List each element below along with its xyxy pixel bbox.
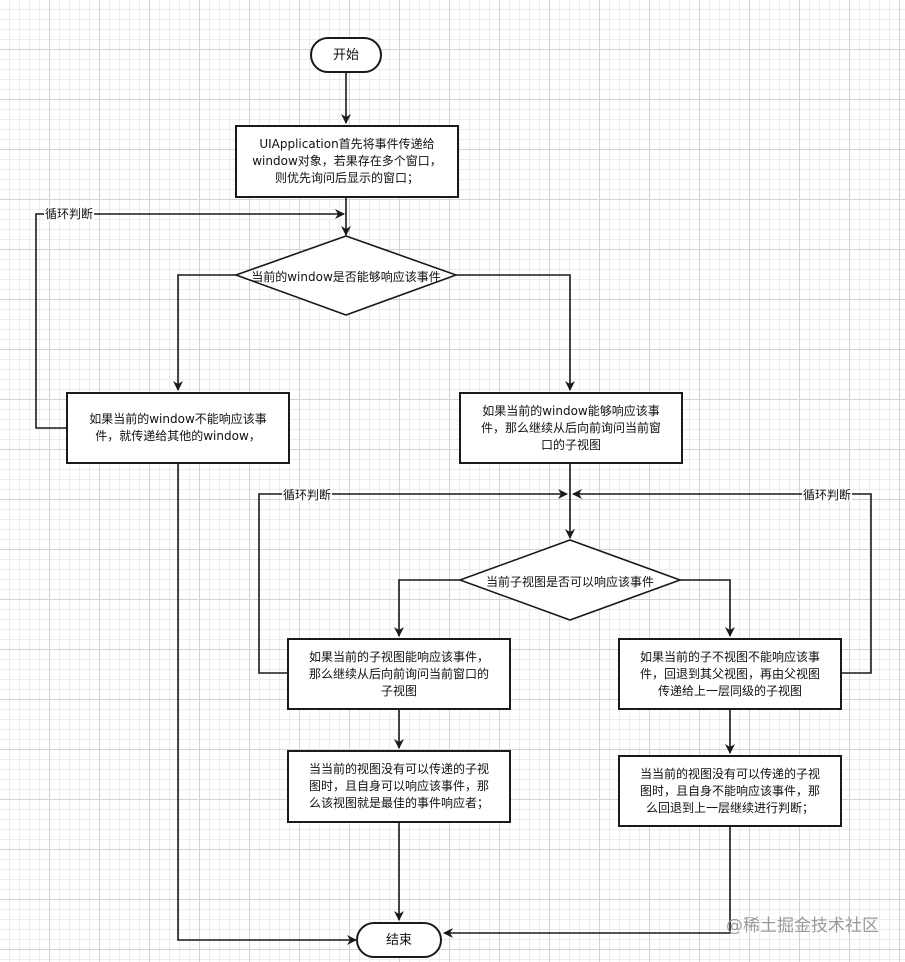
watermark-text: @稀土掘金技术社区 xyxy=(726,916,879,936)
loop-label-window: 循环判断 xyxy=(44,207,95,221)
decision-subview-diamond xyxy=(457,539,683,621)
subview-yes-step: 如果当前的子视图能响应该事件， 那么继续从后向前询问当前窗口的 子视图 xyxy=(287,638,511,710)
decision-subview-label: 当前子视图是否可以响应该事件 xyxy=(485,575,654,589)
decision-window-diamond xyxy=(233,235,459,316)
edge-fallback-to-end xyxy=(443,827,731,938)
edge-loop-window xyxy=(35,209,345,429)
edge-subview-decision-to-yes xyxy=(394,579,460,637)
edge-subview-decision-to-no xyxy=(680,579,735,637)
edge-window-no-to-end xyxy=(177,464,357,945)
window-dispatch-step: UIApplication首先将事件传递给 window对象，若果存在多个窗口，… xyxy=(235,125,459,198)
edge-decision-to-window-no xyxy=(173,274,236,391)
loop-label-subview-no: 循环判断 xyxy=(802,488,853,502)
window-yes-step: 如果当前的window能够响应该事 件，那么继续从后向前询问当前窗 口的子视图 xyxy=(459,392,683,464)
end-node: 结束 xyxy=(356,922,442,958)
best-responder-step: 当当前的视图没有可以传递的子视 图时，且自身可以响应该事件，那 么该视图就是最佳… xyxy=(287,750,511,823)
loop-label-subview-yes: 循环判断 xyxy=(282,488,333,502)
subview-no-step: 如果当前的子不视图不能响应该事 件，回退到其父视图，再由父视图 传递给上一层同级… xyxy=(618,638,842,710)
window-no-step: 如果当前的window不能响应该事件，就传递给其他的window， xyxy=(66,392,290,464)
edge-decision-to-window-yes xyxy=(456,274,575,391)
start-node: 开始 xyxy=(310,37,382,73)
edge-loop-subview-no xyxy=(572,489,872,674)
decision-window-label: 当前的window是否能够响应该事件 xyxy=(251,270,441,284)
fallback-step: 当当前的视图没有可以传递的子视 图时，且自身不能响应该事件，那 么回退到上一层继… xyxy=(618,755,842,827)
edge-loop-subview-yes xyxy=(258,489,568,674)
